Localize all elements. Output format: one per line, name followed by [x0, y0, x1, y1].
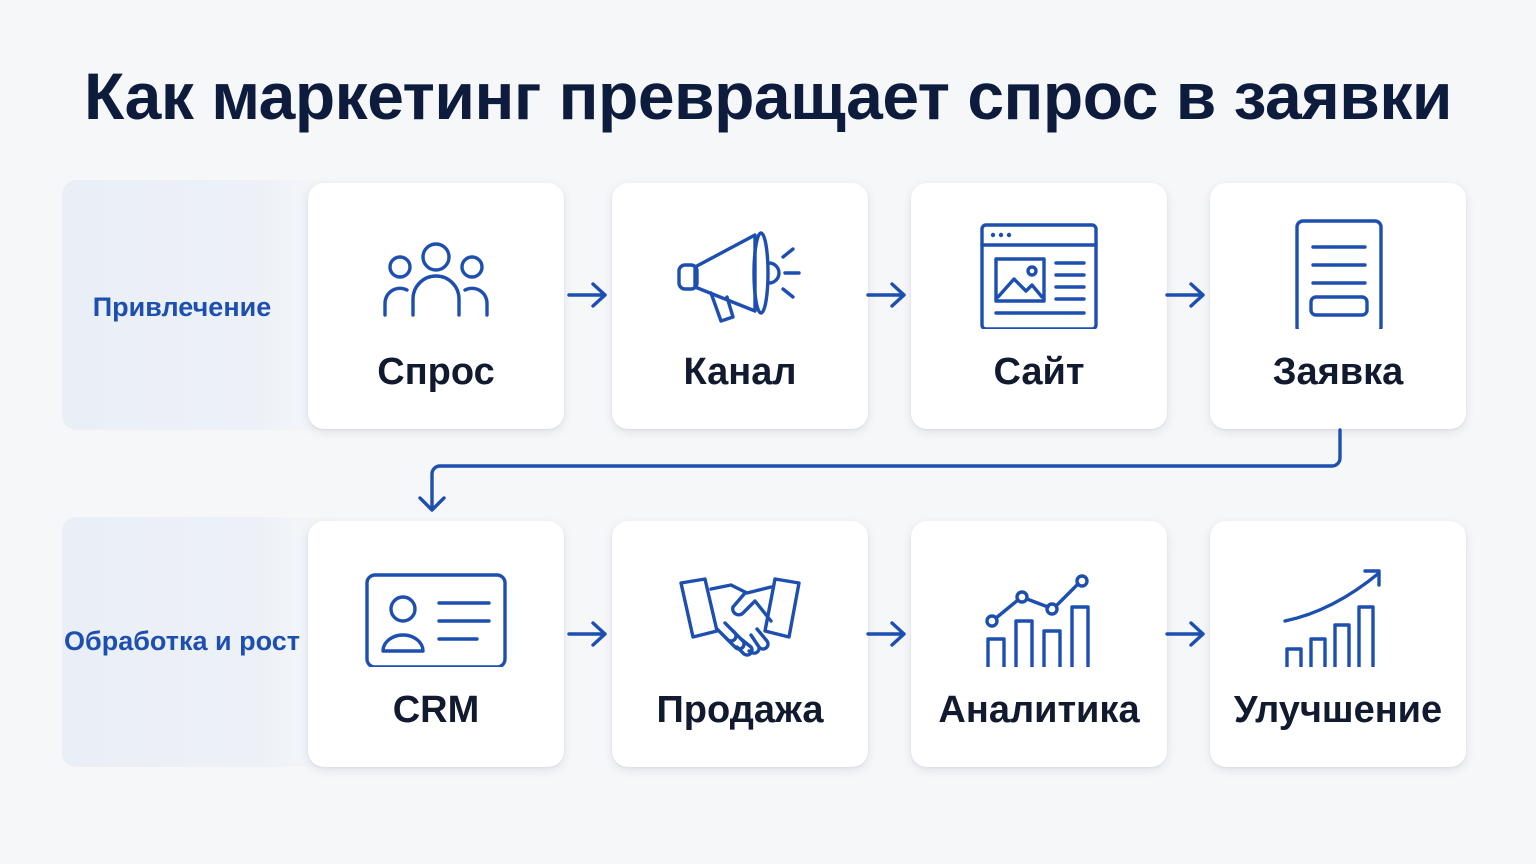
analytics-chart-icon — [911, 549, 1167, 667]
step-label-crm: CRM — [392, 689, 480, 731]
step-card-sale: Продажа — [612, 521, 868, 767]
arrow-right-icon — [567, 282, 607, 308]
step-card-crm: CRM — [308, 521, 564, 767]
step-label-website: Сайт — [993, 351, 1085, 393]
arrow-right-icon — [1165, 621, 1205, 647]
row-label-attraction: Привлечение — [92, 292, 272, 322]
step-label-sale: Продажа — [656, 689, 824, 731]
row-label-processing: Обработка и рост — [64, 626, 300, 656]
step-card-demand: Спрос — [308, 183, 564, 429]
step-label-improvement: Улучшение — [1233, 689, 1443, 731]
step-label-lead: Заявка — [1272, 351, 1404, 393]
form-icon — [1210, 211, 1466, 329]
page-title: Как маркетинг превращает спрос в заявки — [84, 59, 1452, 133]
step-label-analytics: Аналитика — [938, 689, 1140, 731]
growth-chart-icon — [1210, 549, 1466, 667]
website-icon — [911, 211, 1167, 329]
step-card-website: Сайт — [911, 183, 1167, 429]
arrow-right-icon — [866, 282, 906, 308]
connector-arrow — [418, 428, 1342, 512]
step-card-improvement: Улучшение — [1210, 521, 1466, 767]
handshake-icon — [612, 549, 868, 667]
row-background-attraction — [62, 180, 342, 430]
step-card-analytics: Аналитика — [911, 521, 1167, 767]
people-icon — [308, 211, 564, 329]
step-card-lead: Заявка — [1210, 183, 1466, 429]
arrow-right-icon — [1165, 282, 1205, 308]
arrow-right-icon — [567, 621, 607, 647]
step-card-channel: Канал — [612, 183, 868, 429]
step-label-channel: Канал — [683, 351, 797, 393]
arrow-right-icon — [866, 621, 906, 647]
contact-card-icon — [308, 549, 564, 667]
step-label-demand: Спрос — [377, 351, 495, 393]
row-background-processing — [62, 517, 342, 767]
megaphone-icon — [612, 211, 868, 329]
